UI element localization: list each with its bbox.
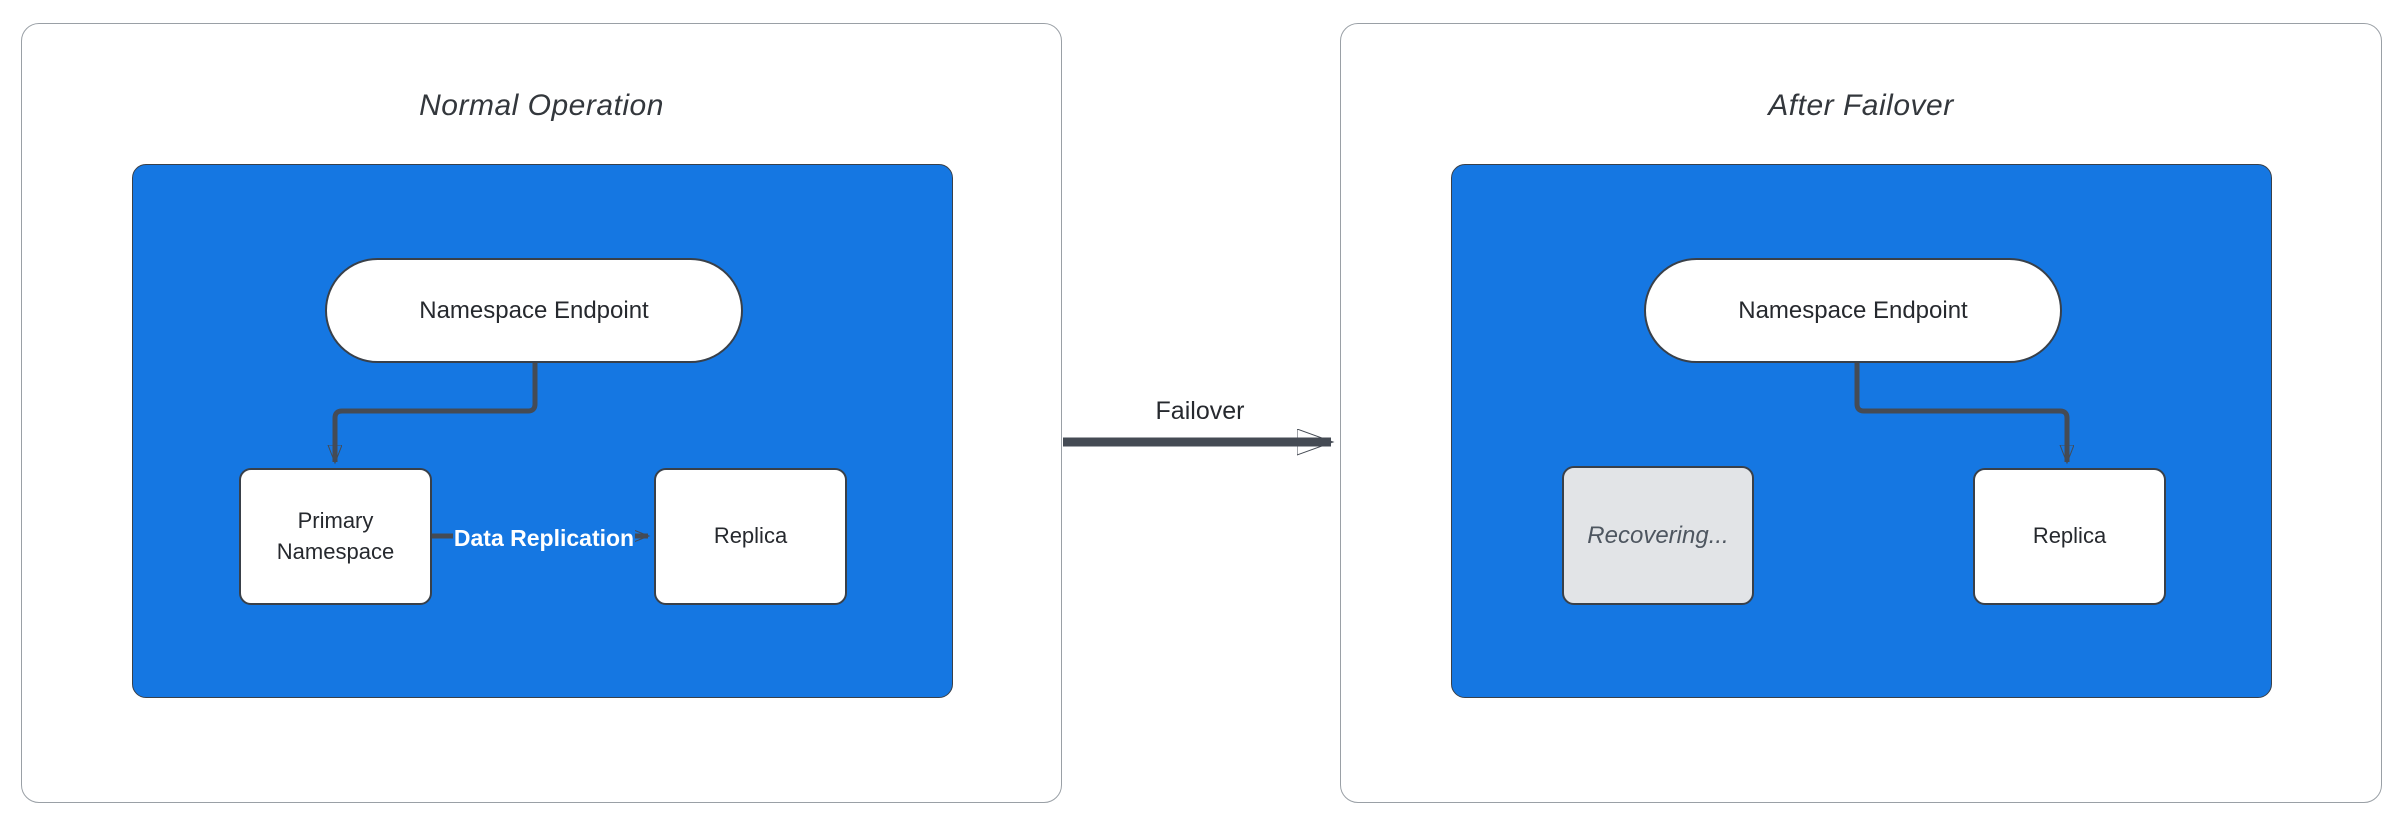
namespace-endpoint-label: Namespace Endpoint (419, 296, 649, 324)
panel-normal-operation: Normal Operation Namespace Endpoint Prim… (21, 23, 1062, 803)
primary-namespace-node: Primary Namespace (239, 468, 432, 605)
normal-operation-title: Normal Operation (419, 89, 664, 122)
panel-after-failover: After Failover Namespace Endpoint Recove… (1340, 23, 2382, 803)
recovering-node: Recovering... (1562, 466, 1754, 605)
namespace-endpoint-label: Namespace Endpoint (1738, 296, 1968, 324)
namespace-container-right: Namespace Endpoint Recovering... Replica (1451, 164, 2272, 698)
replica-label: Replica (2032, 523, 2107, 549)
recovering-label: Recovering... (1587, 521, 1729, 549)
namespace-endpoint-node-right: Namespace Endpoint (1644, 258, 2062, 363)
failover-label: Failover (1155, 397, 1245, 425)
primary-namespace-label: Primary Namespace (276, 508, 395, 564)
after-failover-title: After Failover (1768, 89, 1954, 122)
replica-label: Replica (713, 523, 788, 549)
replica-node-right: Replica (1973, 468, 2166, 605)
namespace-endpoint-node-left: Namespace Endpoint (325, 258, 743, 363)
namespace-container-left: Namespace Endpoint Primary Namespace Rep… (132, 164, 953, 698)
data-replication-label: Data Replication (453, 520, 635, 556)
replica-node-left: Replica (654, 468, 847, 605)
